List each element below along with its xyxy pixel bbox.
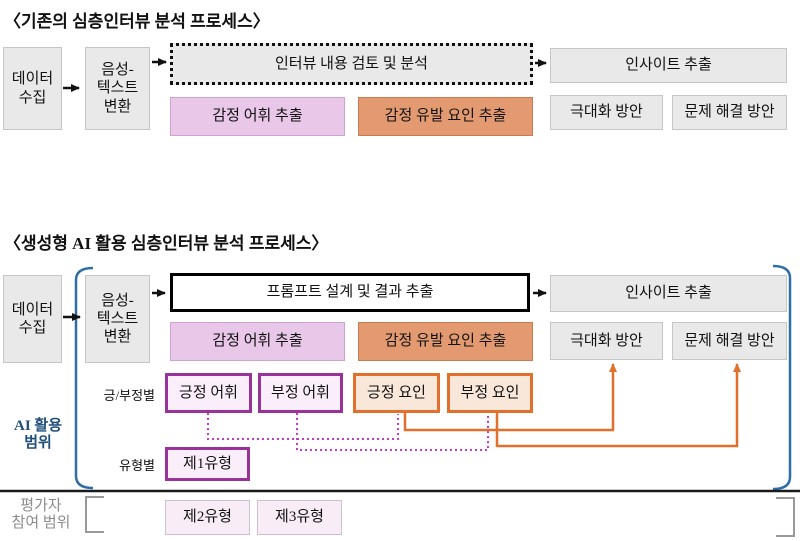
box-neg-vocab: 부정 어휘 <box>258 373 343 413</box>
box-pos-vocab: 긍정 어휘 <box>165 373 252 413</box>
label-row-posneg: 긍/부정별 <box>103 388 155 403</box>
label-row-type: 유형별 <box>119 458 155 473</box>
box-data-collect-2: 데이터 수집 <box>3 275 62 363</box>
orange-connector-neg-factor-to-solve <box>495 363 741 448</box>
section-title-ai: 〈생성형 AI 활용 심층인터뷰 분석 프로세스〉 <box>4 234 329 253</box>
box-solve-1: 문제 해결 방안 <box>672 95 787 130</box>
label-eval-scope: 평가자 참여 범위 <box>11 498 71 531</box>
box-stt-1: 음성- 텍스트 변환 <box>85 47 150 130</box>
dotted-connector-neg-vocab-to-neg-factor <box>296 413 489 451</box>
eval-scope-bracket-right <box>776 497 795 537</box>
box-type3: 제3유형 <box>257 500 342 535</box>
box-solve-2: 문제 해결 방안 <box>672 322 787 360</box>
box-emotion-vocab-1: 감정 어휘 추출 <box>170 97 345 136</box>
box-interview-review: 인터뷰 내용 검토 및 분석 <box>170 43 533 85</box>
label-ai-scope: AI 활용 범위 <box>13 418 63 452</box>
box-emotion-factor-2: 감정 유발 요인 추출 <box>358 322 533 361</box>
box-data-collect-1: 데이터 수집 <box>3 47 62 130</box>
box-emotion-vocab-2: 감정 어휘 추출 <box>170 322 345 361</box>
box-maximize-2: 극대화 방안 <box>550 322 663 360</box>
box-maximize-1: 극대화 방안 <box>550 95 663 130</box>
box-insight-2: 인사이트 추출 <box>550 275 787 312</box>
section-title-existing: 〈기존의 심층인터뷰 분석 프로세스〉 <box>4 12 270 31</box>
box-type2: 제2유형 <box>165 500 250 535</box>
box-pos-factor: 긍정 요인 <box>353 373 440 413</box>
box-neg-factor: 부정 요인 <box>447 373 533 413</box>
box-prompt-design: 프롬프트 설계 및 결과 추출 <box>170 273 530 312</box>
box-type1: 제1유형 <box>165 447 250 481</box>
dotted-connector-pos-vocab-to-pos-factor <box>207 413 399 440</box>
box-stt-2: 음성- 텍스트 변환 <box>85 275 150 363</box>
eval-scope-bracket-left <box>85 496 104 533</box>
box-insight-1: 인사이트 추출 <box>550 48 787 83</box>
box-emotion-factor-1: 감정 유발 요인 추출 <box>358 97 533 136</box>
